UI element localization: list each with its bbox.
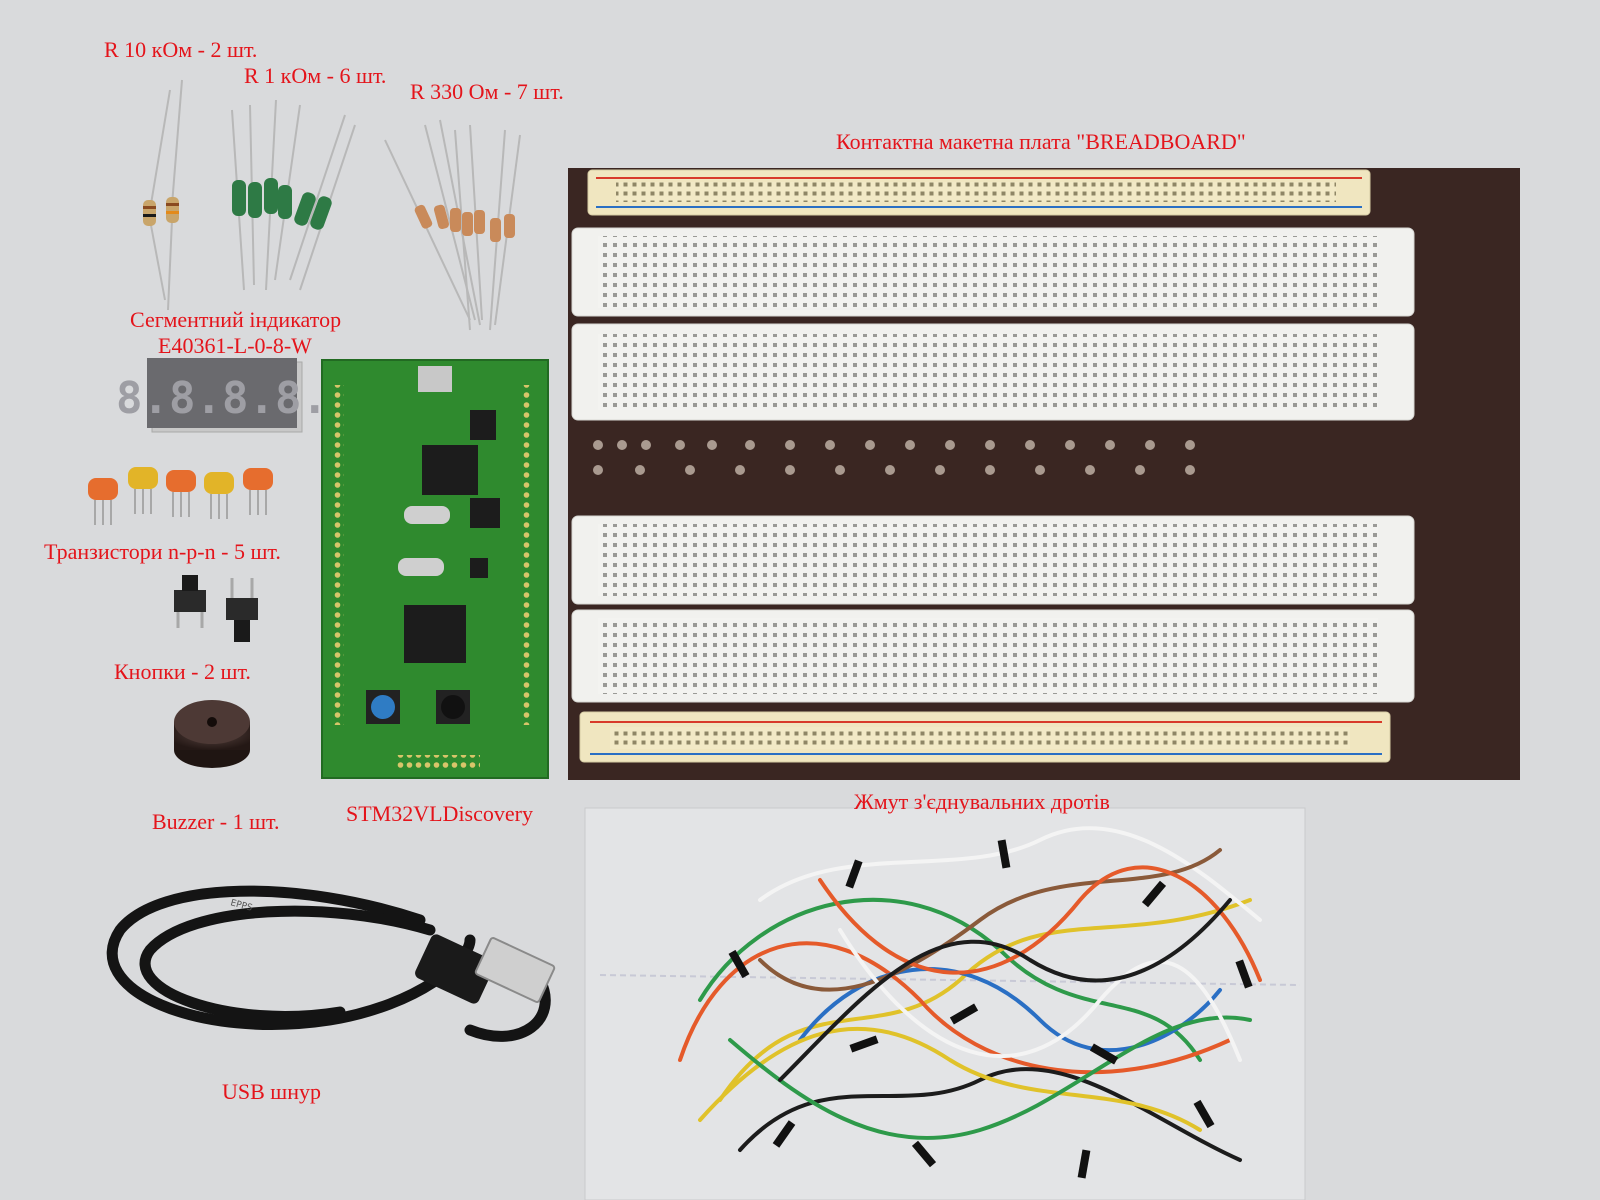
push-buttons bbox=[174, 575, 258, 642]
stm32-board bbox=[321, 359, 549, 779]
label-resistor-10k: R 10 кОм - 2 шт. bbox=[104, 37, 258, 62]
label-resistor-330: R 330 Ом - 7 шт. bbox=[410, 79, 564, 104]
transistors bbox=[88, 467, 273, 525]
resistors-10k bbox=[143, 79, 183, 311]
resistors-1k bbox=[231, 99, 356, 291]
label-stm32-board: STM32VLDiscovery bbox=[346, 801, 533, 826]
label-usb-cable: USB шнур bbox=[222, 1079, 322, 1104]
breadboard bbox=[568, 168, 1520, 780]
segment-digits: 8.8.8.8. bbox=[116, 373, 328, 424]
usb-cable bbox=[106, 885, 556, 1042]
label-buttons: Кнопки - 2 шт. bbox=[114, 659, 251, 684]
label-segment-display-model: E40361-L-0-8-W bbox=[158, 333, 312, 358]
buzzer bbox=[174, 700, 250, 768]
segment-display: 8.8.8.8. bbox=[116, 358, 328, 433]
label-buzzer: Buzzer - 1 шт. bbox=[152, 809, 280, 834]
label-segment-display-name: Сегментний індикатор bbox=[130, 307, 342, 332]
label-wires: Жмут з'єднувальних дротів bbox=[854, 789, 1110, 814]
label-resistor-1k: R 1 кОм - 6 шт. bbox=[244, 63, 387, 88]
label-breadboard: Контактна макетна плата "BREADBOARD" bbox=[836, 129, 1246, 154]
resistors-330 bbox=[384, 119, 521, 331]
wire-bundle bbox=[584, 807, 1306, 1200]
label-transistors: Транзистори n-p-n - 5 шт. bbox=[44, 539, 281, 564]
